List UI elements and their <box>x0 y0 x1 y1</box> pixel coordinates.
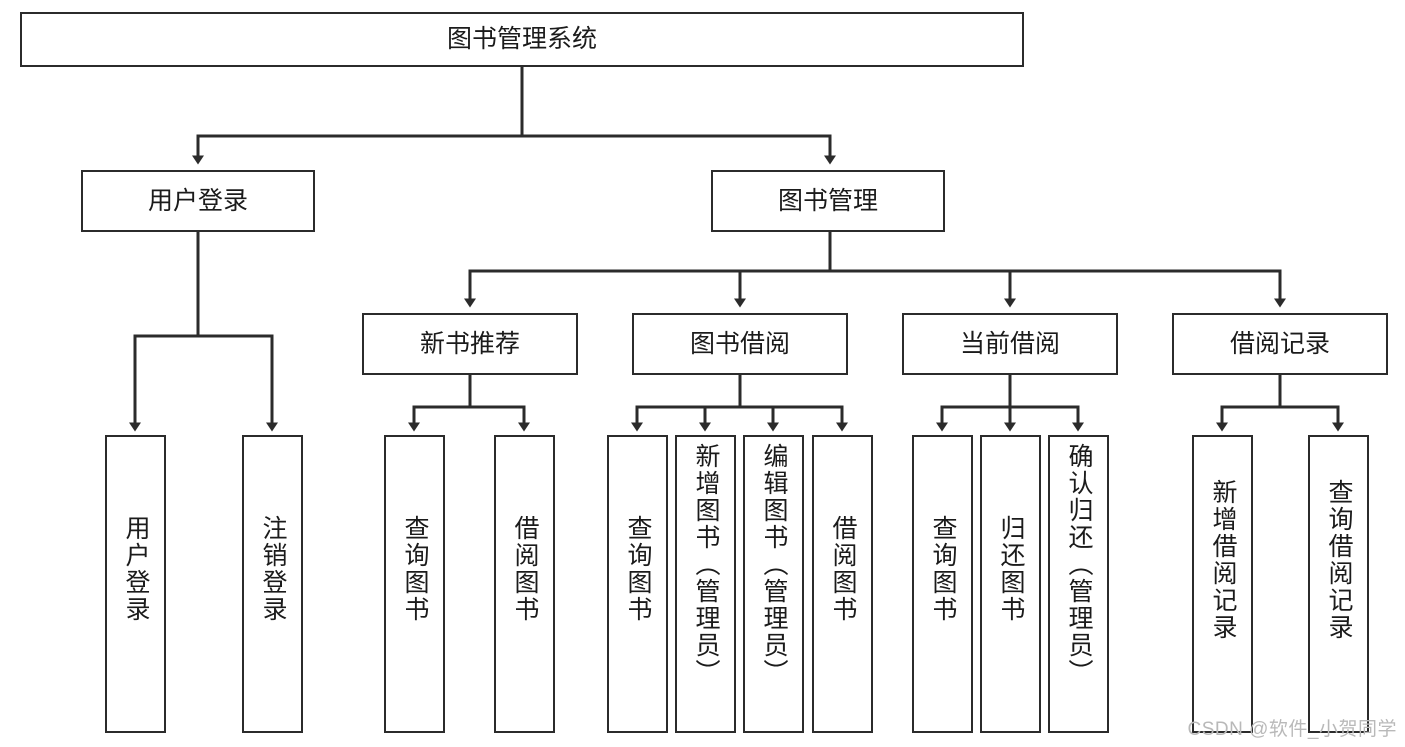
node-book-borrow-label: 图书借阅 <box>689 329 790 358</box>
node-new-book-rec[interactable]: 新书推荐 <box>362 313 578 375</box>
node-new-book-rec-label: 新书推荐 <box>419 329 520 358</box>
node-leaf-user-login-label: 用户登录 <box>122 515 150 623</box>
node-borrow-record-label: 借阅记录 <box>1229 329 1330 358</box>
node-leaf-add-book[interactable]: 新增图书（管理员） <box>675 435 736 733</box>
node-leaf-query-book-1[interactable]: 查询图书 <box>384 435 445 733</box>
node-leaf-query-record-label: 查询借阅记录 <box>1325 479 1353 641</box>
node-leaf-logout-label: 注销登录 <box>259 515 287 623</box>
node-leaf-query-book-3-label: 查询图书 <box>929 515 957 623</box>
watermark: CSDN @软件_小贺同学 <box>1187 719 1397 740</box>
node-leaf-query-book-2-label: 查询图书 <box>624 515 652 623</box>
node-leaf-logout[interactable]: 注销登录 <box>242 435 303 733</box>
node-leaf-query-book-2[interactable]: 查询图书 <box>607 435 668 733</box>
node-root-label: 图书管理系统 <box>446 25 597 53</box>
node-book-manage-label: 图书管理 <box>777 186 878 215</box>
node-leaf-user-login[interactable]: 用户登录 <box>105 435 166 733</box>
node-leaf-query-book-3[interactable]: 查询图书 <box>912 435 973 733</box>
node-leaf-borrow-book-1[interactable]: 借阅图书 <box>494 435 555 733</box>
node-leaf-add-book-label: 新增图书（管理员） <box>692 443 720 686</box>
node-current-borrow-label: 当前借阅 <box>959 329 1060 358</box>
node-leaf-query-record[interactable]: 查询借阅记录 <box>1308 435 1369 733</box>
node-current-borrow[interactable]: 当前借阅 <box>902 313 1118 375</box>
node-leaf-borrow-book-2-label: 借阅图书 <box>829 515 857 623</box>
node-leaf-confirm-return[interactable]: 确认归还（管理员） <box>1048 435 1109 733</box>
node-leaf-edit-book-label: 编辑图书（管理员） <box>760 443 788 686</box>
node-leaf-return-book-label: 归还图书 <box>997 515 1025 623</box>
node-leaf-query-book-1-label: 查询图书 <box>401 515 429 623</box>
node-book-borrow[interactable]: 图书借阅 <box>632 313 848 375</box>
node-leaf-edit-book[interactable]: 编辑图书（管理员） <box>743 435 804 733</box>
node-leaf-add-record[interactable]: 新增借阅记录 <box>1192 435 1253 733</box>
node-user-login-label: 用户登录 <box>147 186 248 215</box>
node-leaf-confirm-return-label: 确认归还（管理员） <box>1065 443 1093 686</box>
node-leaf-return-book[interactable]: 归还图书 <box>980 435 1041 733</box>
node-book-manage[interactable]: 图书管理 <box>711 170 945 232</box>
node-user-login[interactable]: 用户登录 <box>81 170 315 232</box>
node-borrow-record[interactable]: 借阅记录 <box>1172 313 1388 375</box>
node-leaf-borrow-book-2[interactable]: 借阅图书 <box>812 435 873 733</box>
node-root[interactable]: 图书管理系统 <box>20 12 1024 67</box>
node-leaf-borrow-book-1-label: 借阅图书 <box>511 515 539 623</box>
node-leaf-add-record-label: 新增借阅记录 <box>1209 479 1237 641</box>
